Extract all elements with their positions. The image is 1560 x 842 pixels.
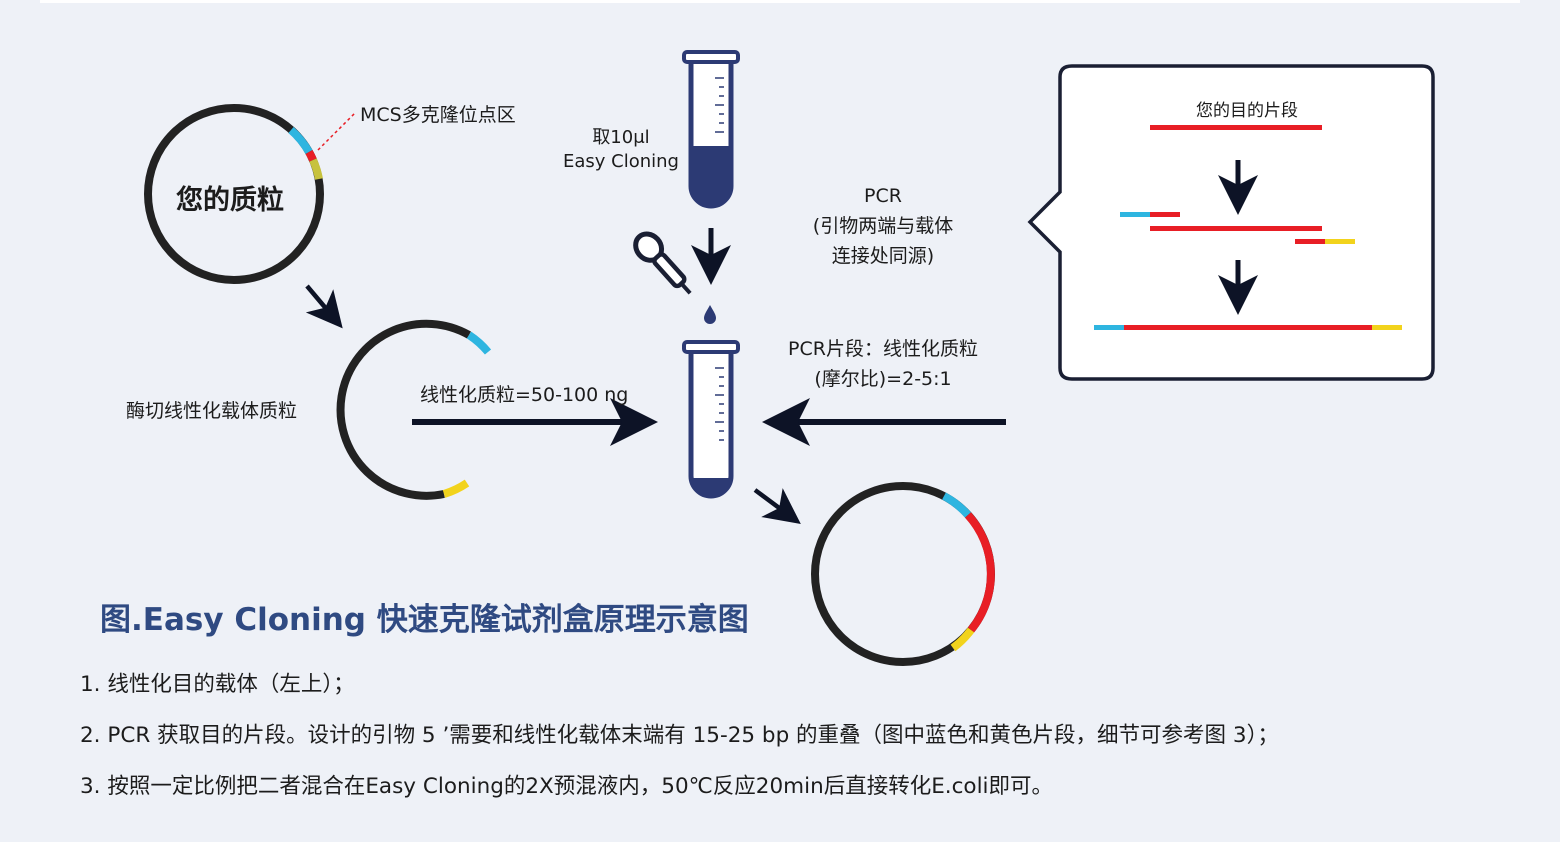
recombinant-yellow-segment	[950, 627, 975, 652]
take-easy-cloning-label: 取10μl Easy Cloning	[563, 126, 679, 174]
ratio-line-2: (摩尔比)=2-5:1	[814, 368, 952, 390]
product-yellow-end	[1372, 325, 1402, 330]
figure-title: 图.Easy Cloning 快速克隆试剂盒原理示意图	[100, 602, 749, 638]
take-reagent: Easy Cloning	[563, 151, 679, 172]
tube-icon	[682, 50, 740, 209]
mcs-blue-segment	[288, 126, 313, 155]
ratio-label: PCR片段：线性化质粒 (摩尔比)=2-5:1	[781, 334, 985, 394]
recombinant-blue-segment	[941, 492, 971, 518]
dropper-icon	[633, 231, 692, 295]
linear-blue-end	[466, 331, 492, 355]
droplet-icon	[704, 305, 716, 324]
primer-blue-tail	[1120, 212, 1150, 217]
mcs-red-segment	[305, 150, 317, 162]
pcr-title: PCR	[864, 185, 902, 207]
top-strip	[40, 0, 1520, 3]
arrow-icon	[753, 488, 801, 525]
step-1: 1. 线性化目的载体（左上）；	[80, 672, 355, 697]
linearized-plasmid	[336, 319, 492, 500]
pcr-note-2: 连接处同源)	[831, 245, 935, 267]
arrow-icon	[305, 284, 343, 329]
linear-yellow-end	[442, 479, 470, 498]
primer-red-part	[1150, 212, 1180, 217]
template-strand	[1150, 226, 1322, 231]
pcr-note-1: (引物两端与载体	[812, 215, 954, 237]
primer-red-part	[1295, 239, 1325, 244]
pcr-label: PCR (引物两端与载体 连接处同源)	[790, 181, 976, 271]
step-2: 2. PCR 获取目的片段。设计的引物 5 ’需要和线性化载体末端有 15-25…	[80, 723, 1279, 748]
take-volume: 取10μl	[592, 127, 650, 148]
mcs-yellow-segment	[309, 158, 323, 180]
pcr-callout-box	[1027, 64, 1435, 381]
primer-yellow-tail	[1325, 239, 1355, 244]
recombinant-plasmid	[811, 482, 995, 666]
target-fragment-label: 您的目的片段	[1196, 101, 1298, 121]
mcs-label: MCS多克隆位点区	[360, 104, 516, 126]
product-red-insert	[1124, 325, 1372, 330]
product-blue-end	[1094, 325, 1124, 330]
mcs-pointer	[317, 111, 357, 151]
recombinant-red-insert	[965, 512, 995, 633]
linear-amount-label: 线性化质粒=50-100 ng	[420, 384, 629, 406]
plasmid-circle	[144, 104, 324, 284]
plasmid-label: 您的质粒	[176, 185, 284, 216]
ratio-line-1: PCR片段：线性化质粒	[788, 338, 978, 360]
step-3: 3. 按照一定比例把二者混合在Easy Cloning的2X预混液内，50℃反应…	[80, 774, 1054, 799]
tube-icon	[682, 340, 740, 499]
target-fragment-bar	[1150, 125, 1322, 130]
enzyme-cut-label: 酶切线性化载体质粒	[126, 400, 298, 422]
